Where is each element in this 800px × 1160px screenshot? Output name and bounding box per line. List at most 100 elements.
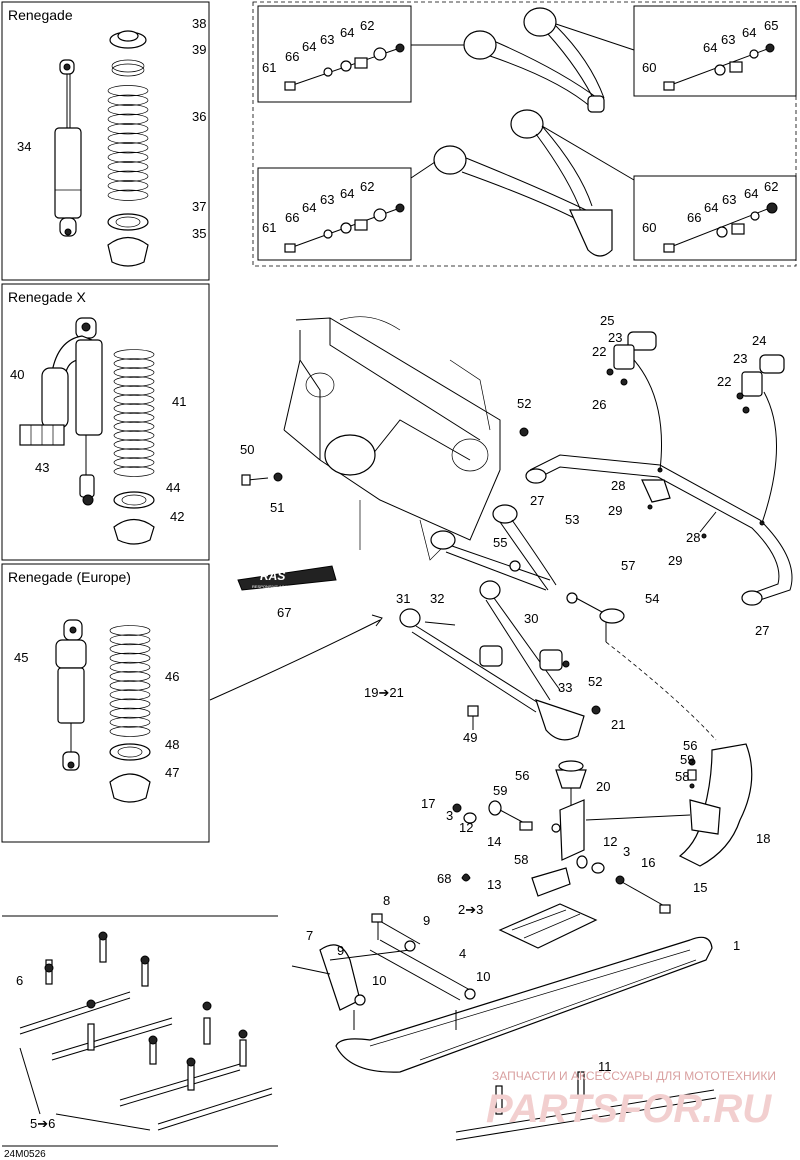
link-28 — [641, 479, 717, 539]
spring-coil — [109, 716, 151, 728]
section-title-renegade-x: Renegade X — [8, 289, 87, 305]
callout-label: 64 — [703, 40, 717, 55]
callout-label: 29 — [668, 553, 682, 568]
callout-label: 37 — [192, 199, 206, 214]
callout-label: 64 — [340, 25, 354, 40]
watermark-logo: PARTSFOR.RU — [486, 1087, 772, 1131]
callout-label: 31 — [396, 591, 410, 606]
renegade-europe-box — [1, 563, 210, 843]
callout-label: 63 — [320, 32, 334, 47]
pad-13 — [531, 867, 571, 897]
callout-label: 48 — [165, 737, 179, 752]
spring-coil — [109, 689, 151, 701]
spring-coil — [113, 367, 155, 378]
spring-coil — [109, 680, 151, 691]
callout-label: 53 — [565, 512, 579, 527]
spring-coil — [107, 94, 149, 106]
bolt-8 — [371, 913, 421, 945]
diagram-code: 24M0526 — [4, 1149, 46, 1160]
coil-spring-36 — [107, 85, 149, 201]
callout-label: 42 — [170, 509, 184, 524]
callout-label: 58 — [675, 769, 689, 784]
callout-label: 62 — [360, 18, 374, 33]
callout-label: 62 — [764, 179, 778, 194]
callout-label: 27 — [530, 493, 544, 508]
callout-label: 19➔21 — [364, 685, 404, 700]
callout-label: 64 — [704, 200, 718, 215]
spring-coil — [109, 652, 151, 664]
callout-label: 64 — [340, 186, 354, 201]
leader-europe — [209, 619, 381, 701]
upper-a-arm-53 — [430, 504, 578, 604]
bolt-set-lower-left — [284, 203, 405, 253]
callout-label: 18 — [756, 831, 770, 846]
bolt-set-lower-right — [663, 202, 778, 253]
callout-label: 33 — [558, 680, 572, 695]
callout-label: 59 — [493, 783, 507, 798]
bolt-50 — [241, 472, 283, 486]
callout-label: 63 — [722, 192, 736, 207]
callout-label: 23 — [733, 351, 747, 366]
callout-label: 66 — [285, 49, 299, 64]
spring-coil — [107, 170, 149, 182]
callout-label: 27 — [755, 623, 769, 638]
callout-label: 25 — [600, 313, 614, 328]
callout-label: 23 — [608, 330, 622, 345]
callout-labels: 3839363437354041434442454648476264636466… — [10, 16, 778, 1131]
bolt-set-upper-left — [284, 43, 405, 91]
spring-coil — [107, 113, 149, 125]
callout-label: 38 — [192, 16, 206, 31]
callout-label: 20 — [596, 779, 610, 794]
callout-label: 3 — [623, 844, 630, 859]
callout-label: 10 — [476, 969, 490, 984]
callout-label: 46 — [165, 669, 179, 684]
hardware-box-top-right — [633, 5, 797, 97]
coil-spring-41 — [113, 349, 155, 477]
runner-11 — [455, 1071, 717, 1141]
spring-coil — [109, 625, 151, 636]
spring-coil — [107, 142, 149, 154]
lower-a-arm-19 — [399, 580, 585, 741]
spring-coil — [113, 385, 155, 396]
bolt-set-upper-right — [663, 43, 775, 91]
spring-coil — [107, 85, 149, 97]
upper-arm-hardware-frame — [252, 1, 797, 267]
spring-coil — [113, 466, 155, 477]
spring-coil — [113, 394, 155, 405]
bushing-24 — [736, 354, 785, 524]
callout-label: 49 — [463, 730, 477, 745]
callout-label: 57 — [621, 558, 635, 573]
callout-label: 17 — [421, 796, 435, 811]
callout-label: 14 — [487, 834, 501, 849]
spring-coil — [113, 412, 155, 423]
renegade-x-box — [1, 283, 210, 561]
spring-coil — [109, 726, 151, 737]
callout-label: 63 — [721, 32, 735, 47]
callout-label: 22 — [592, 344, 606, 359]
nut-33 — [562, 660, 570, 668]
spring-coil — [107, 161, 149, 173]
spring-coil — [113, 421, 155, 432]
spring-coil — [109, 634, 151, 646]
callout-label: 12 — [459, 820, 473, 835]
callout-label: 9 — [423, 913, 430, 928]
callout-label: 4 — [459, 946, 466, 961]
spring-seats-renegade-europe — [109, 743, 151, 803]
callout-label: 64 — [742, 25, 756, 40]
spring-stack-renegade — [109, 30, 147, 77]
callout-label: 62 — [360, 179, 374, 194]
bumpers-30 — [479, 645, 563, 671]
callout-label: 36 — [192, 109, 206, 124]
spring-coil — [109, 698, 151, 710]
shock-absorber-40 — [41, 317, 103, 506]
callout-label: 29 — [608, 503, 622, 518]
spindle-hardware-right — [576, 855, 671, 914]
section-title-renegade-europe: Renegade (Europe) — [8, 569, 131, 585]
callout-label: 28 — [611, 478, 625, 493]
shock-absorber-45 — [55, 619, 87, 771]
bushing-25 — [606, 331, 663, 471]
callout-label: 32 — [430, 591, 444, 606]
spring-seats-renegade — [107, 213, 149, 267]
spring-coil — [107, 189, 149, 201]
